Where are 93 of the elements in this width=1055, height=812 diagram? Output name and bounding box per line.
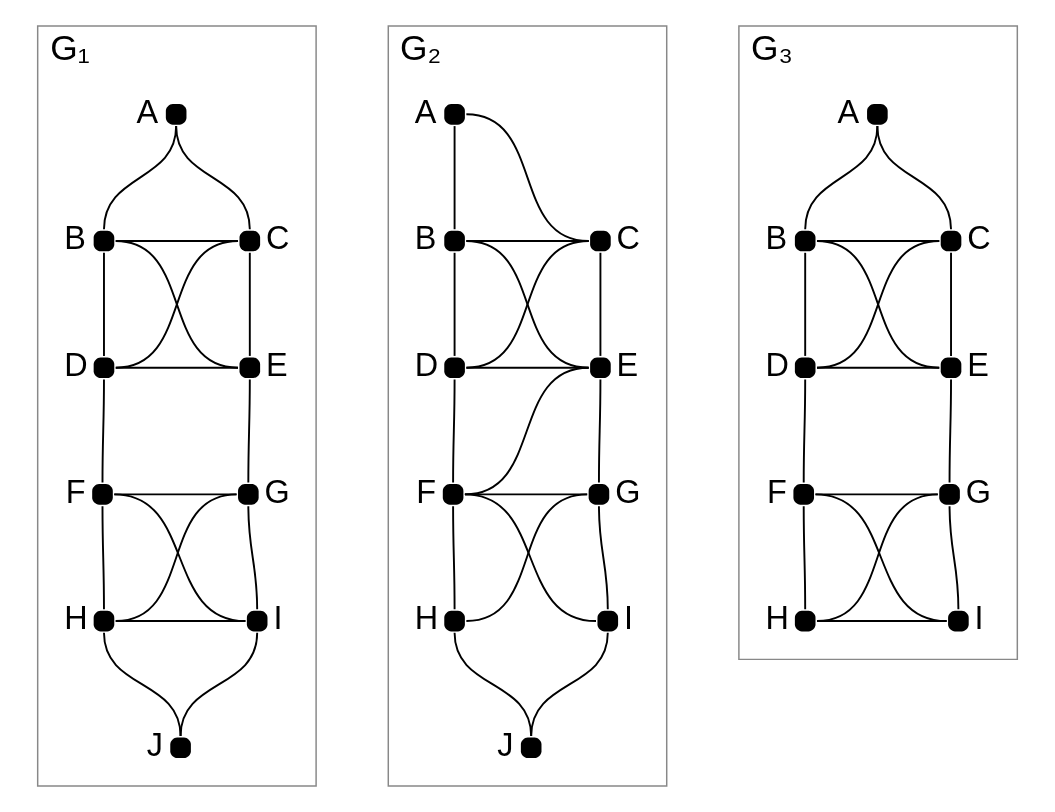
connector	[599, 251, 602, 357]
node-circle	[520, 737, 542, 759]
node-circle	[444, 357, 465, 378]
node-circle	[867, 104, 888, 125]
node-circle	[794, 230, 816, 252]
node-circle	[590, 230, 611, 252]
connector	[463, 366, 590, 496]
node-label: C	[616, 220, 641, 257]
connector	[114, 240, 239, 369]
connector	[452, 505, 456, 611]
connector	[101, 505, 105, 611]
connector	[530, 631, 609, 737]
node-label: H	[414, 600, 439, 637]
node-circle	[93, 610, 115, 632]
connector	[114, 620, 247, 623]
node-circle	[444, 104, 465, 125]
connector	[114, 366, 239, 369]
node-circle	[239, 357, 261, 378]
connector	[179, 631, 259, 737]
node-circle	[794, 357, 816, 378]
node-label: E	[967, 346, 989, 383]
connector	[103, 251, 105, 357]
connector	[804, 251, 807, 357]
node-label: I	[273, 600, 283, 637]
connector	[816, 366, 941, 369]
node-label: B	[765, 220, 788, 257]
node-circle	[940, 357, 962, 378]
node-circle	[588, 484, 610, 505]
node-circle	[590, 357, 611, 378]
node-circle	[940, 230, 962, 252]
connector	[876, 125, 952, 231]
node-label: D	[414, 346, 439, 383]
node-circle	[238, 484, 259, 505]
node-label: E	[616, 346, 639, 383]
node-label: G	[615, 473, 641, 510]
node-circle	[170, 737, 191, 759]
node-label: A	[837, 93, 860, 130]
connector	[948, 505, 960, 611]
connector	[247, 378, 251, 484]
connector	[453, 251, 456, 357]
node-circle	[444, 610, 465, 632]
connector	[816, 620, 948, 623]
connector	[950, 251, 952, 357]
node-circle	[597, 610, 619, 632]
connector	[465, 240, 590, 369]
connector	[103, 631, 182, 737]
node-circle	[165, 104, 187, 125]
node-label: A	[136, 93, 158, 130]
connector	[248, 251, 251, 357]
connector	[802, 378, 807, 484]
node-label: I	[974, 600, 984, 637]
node-label: D	[765, 346, 789, 383]
node-label: C	[967, 220, 991, 257]
connector	[804, 125, 879, 231]
node-label: H	[64, 600, 88, 637]
node-circle	[246, 610, 268, 632]
connector	[113, 493, 238, 496]
node-label: E	[266, 346, 288, 383]
connector	[453, 125, 456, 231]
node-circle	[93, 230, 115, 252]
node-label: F	[766, 473, 787, 510]
node-circle	[939, 484, 960, 505]
node-label: B	[64, 220, 86, 257]
connector	[247, 505, 259, 611]
node-label: H	[765, 600, 789, 637]
node-label: B	[414, 220, 437, 257]
node-label: C	[266, 220, 290, 257]
connector	[175, 125, 251, 231]
connector	[598, 505, 609, 611]
connector	[816, 240, 941, 369]
connector	[452, 378, 456, 484]
connector	[101, 378, 105, 484]
node-label: F	[416, 473, 437, 510]
node-circle	[92, 484, 113, 505]
node-circle	[93, 357, 115, 378]
node-circle	[948, 610, 969, 632]
node-label: J	[146, 727, 163, 764]
node-circle	[444, 230, 465, 252]
connector	[598, 378, 602, 484]
node-label: I	[623, 600, 633, 637]
connector	[814, 493, 939, 496]
node-circle	[793, 484, 815, 505]
node-circle	[239, 230, 261, 252]
node-label: J	[497, 727, 514, 764]
node-label: F	[65, 473, 86, 510]
node-circle	[442, 484, 464, 505]
node-label: D	[64, 346, 88, 383]
node-label: A	[414, 93, 437, 130]
node-circle	[794, 610, 816, 632]
connector	[802, 505, 807, 611]
node-label: G	[965, 473, 991, 510]
node-label: G	[264, 473, 290, 510]
connector	[948, 378, 952, 484]
